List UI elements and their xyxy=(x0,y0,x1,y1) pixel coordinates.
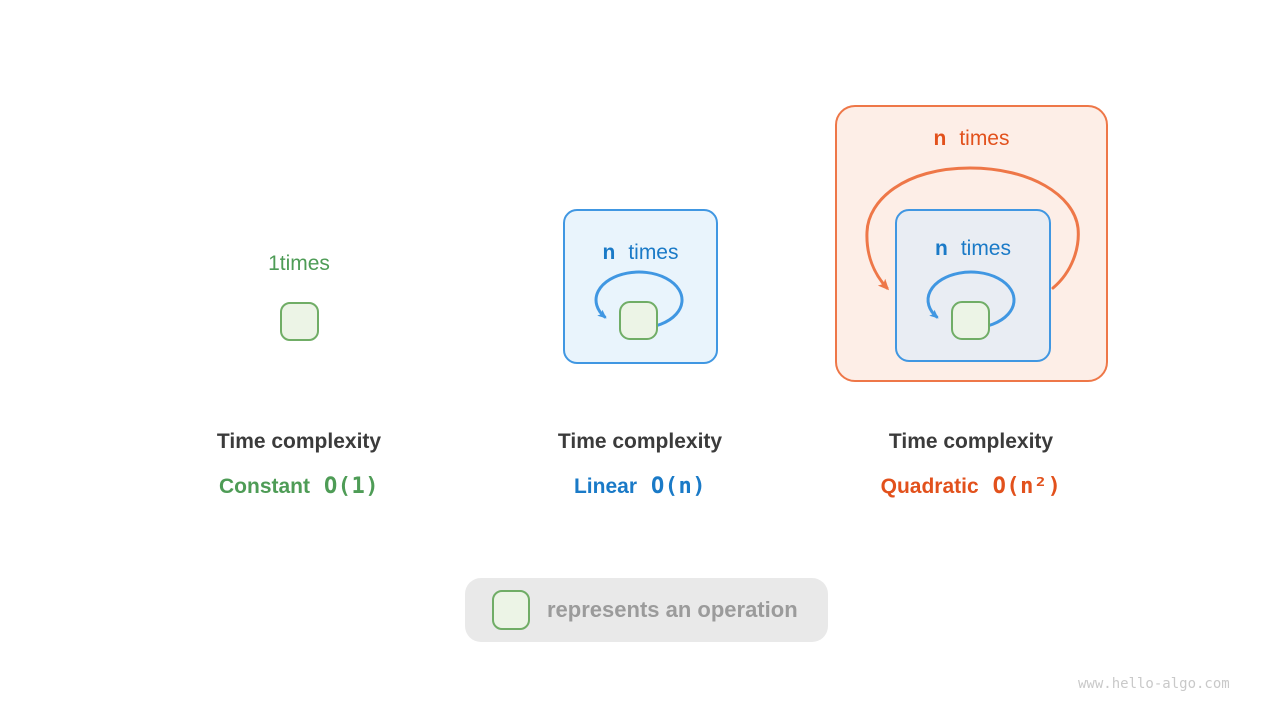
quadratic-inner-count-value: n xyxy=(934,237,948,260)
legend-operation-square xyxy=(492,590,530,630)
linear-loop-arrow xyxy=(594,270,684,340)
quadratic-outer-count-value: n xyxy=(933,127,947,150)
constant-caption: Time complexity xyxy=(216,430,382,453)
linear-complexity-label: Linear O(n) xyxy=(500,474,780,499)
quadratic-outer-loop-arrow xyxy=(865,166,1080,291)
quadratic-complexity-label: Quadratic O(n²) xyxy=(831,474,1111,499)
quadratic-inner-loop-arrow xyxy=(926,270,1016,340)
constant-big-o-notation: O(1) xyxy=(324,474,379,499)
linear-big-o-notation: O(n) xyxy=(651,474,706,499)
linear-complexity-name: Linear xyxy=(573,475,638,498)
constant-count-suffix: times xyxy=(279,252,330,275)
quadratic-inner-count-suffix: times xyxy=(960,237,1011,260)
constant-complexity-label: Constant O(1) xyxy=(159,474,439,499)
constant-operation-square xyxy=(280,302,319,341)
linear-caption: Time complexity xyxy=(557,430,723,453)
constant-count-value: 1 xyxy=(268,252,280,275)
quadratic-outer-count-suffix: times xyxy=(959,127,1010,150)
constant-loop-count-label: 1times xyxy=(159,251,439,277)
quadratic-outer-loop-arc xyxy=(865,166,1080,291)
linear-count-suffix: times xyxy=(628,241,679,264)
constant-complexity-name: Constant xyxy=(219,475,310,498)
legend-text: represents an operation xyxy=(547,597,798,622)
quadratic-operation-square xyxy=(951,301,990,340)
quadratic-big-o-notation: O(n²) xyxy=(992,474,1062,499)
linear-operation-square xyxy=(619,301,658,340)
legend: represents an operation xyxy=(465,578,828,642)
quadratic-complexity-name: Quadratic xyxy=(880,475,979,498)
watermark: www.hello-algo.com xyxy=(1078,676,1230,692)
linear-count-value: n xyxy=(602,241,616,264)
quadratic-caption: Time complexity xyxy=(888,430,1054,453)
